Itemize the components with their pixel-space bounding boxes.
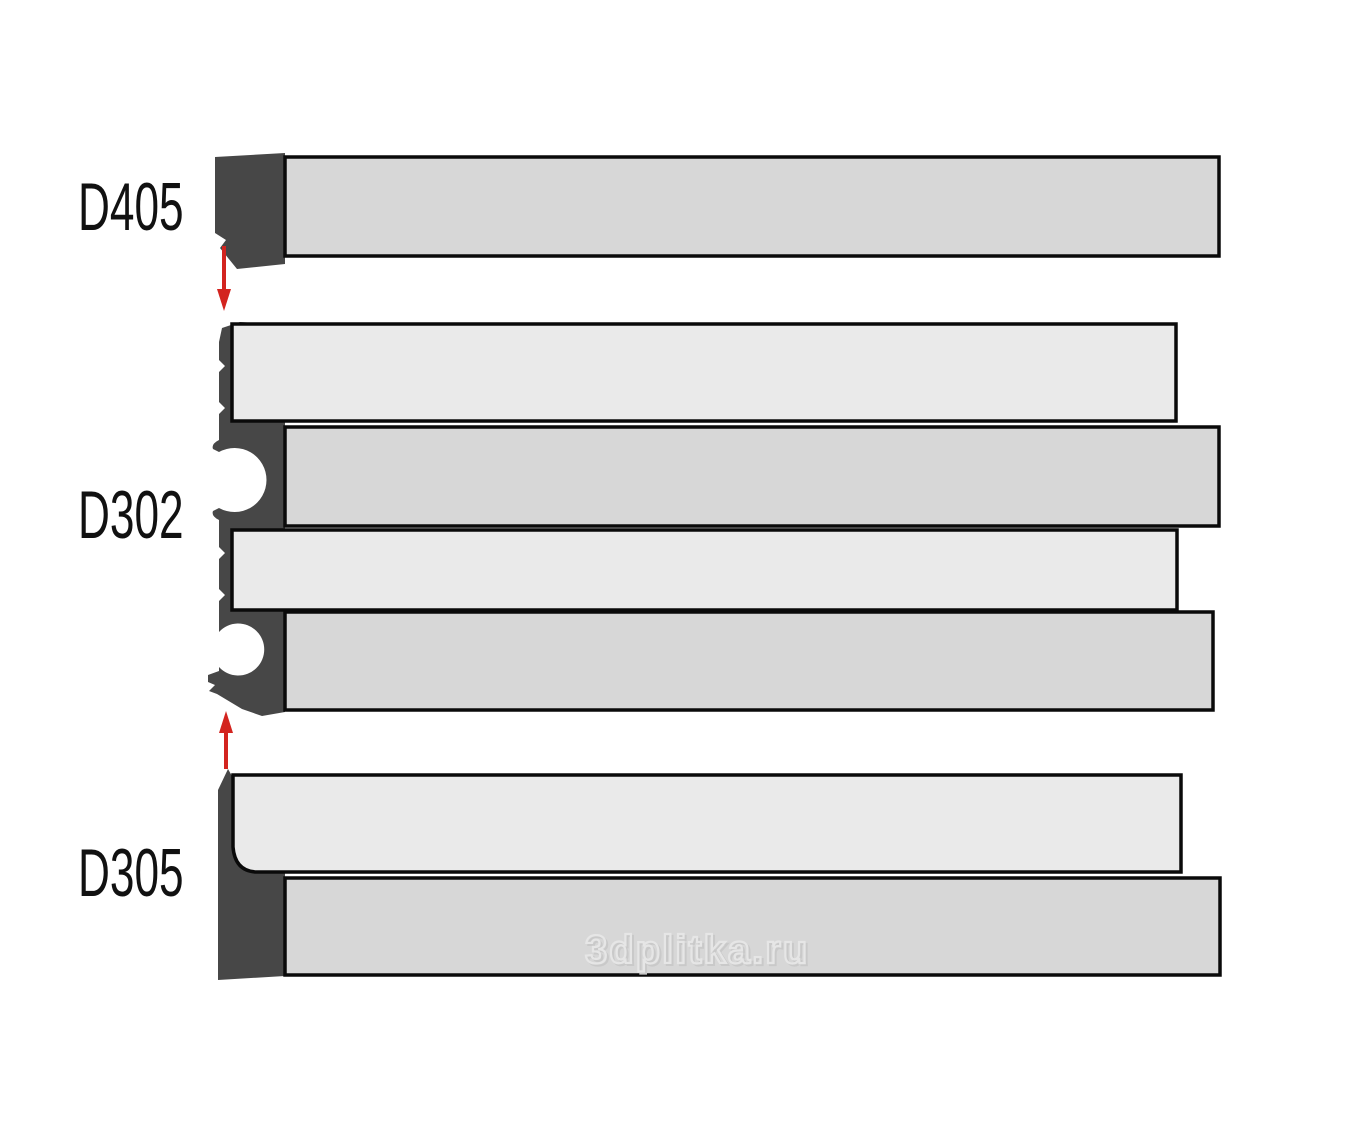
section-d405: D405 (78, 153, 1221, 311)
arrow-up-icon (219, 711, 233, 769)
d305-clip-profile (218, 769, 285, 980)
arrow-up-head (219, 711, 233, 733)
d405-label: D405 (78, 170, 184, 246)
arrow-down-head (217, 289, 231, 311)
d302-panel-2 (283, 425, 1221, 528)
d305-panel-2 (283, 876, 1222, 977)
section-d302: D302 (78, 322, 1221, 769)
arrow-down-icon (217, 246, 231, 311)
watermark-text: 3dplitka.ru (585, 928, 809, 972)
d305-label: D305 (78, 836, 184, 912)
d302-panel-1 (230, 322, 1178, 423)
d302-label: D302 (78, 478, 184, 554)
d302-panel-4 (283, 610, 1215, 712)
watermark-shadow: 3dplitka.ru (587, 930, 811, 974)
d405-panel (283, 155, 1221, 258)
d405-clip-profile (215, 153, 285, 269)
section-d305: D305 3dplitka.ru 3dplitka.ru (78, 769, 1222, 980)
d305-panel-1 (231, 773, 1183, 874)
d302-panel-3 (230, 528, 1179, 612)
